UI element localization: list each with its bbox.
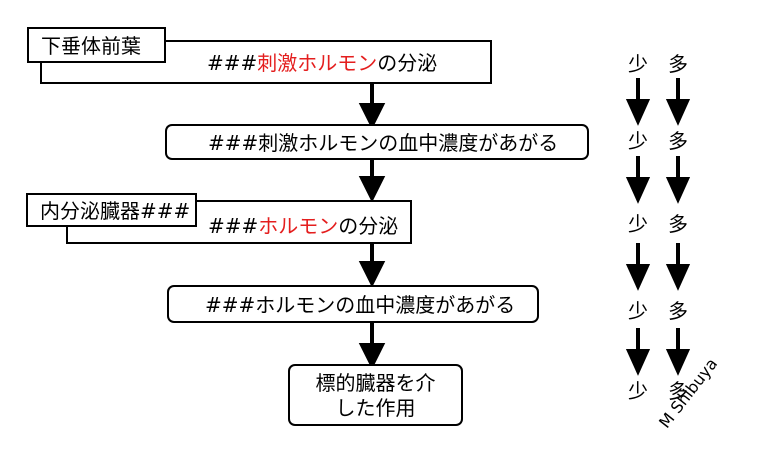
- high-label-row-4: 多: [668, 299, 688, 323]
- endocrine-label: 内分泌臓器###: [40, 199, 191, 223]
- high-label-row-2: 多: [668, 129, 688, 153]
- pituitary-secretion-text: ###刺激ホルモンの分泌: [207, 51, 438, 75]
- column-arrows: [625, 78, 691, 376]
- flow-arrow-3-head: [358, 261, 386, 288]
- stim-blood-text: ###刺激ホルモンの血中濃度があがる: [208, 131, 559, 155]
- endocrine-label-box: 内分泌臓器###: [26, 193, 197, 227]
- high-label-row-1: 多: [668, 52, 688, 76]
- endocrine-secretion-highlight: ホルモン: [258, 214, 339, 238]
- low-label-row-4: 少: [628, 299, 648, 323]
- flow-arrow-2-head: [358, 176, 386, 203]
- target-line-2: した作用: [335, 396, 416, 420]
- low-label-row-2: 少: [628, 129, 648, 153]
- flow-arrows: [358, 83, 386, 370]
- high-label-row-5: 多: [668, 379, 688, 403]
- hormone-blood-text: ###ホルモンの血中濃度があがる: [205, 293, 516, 317]
- low-label-row-5: 少: [628, 379, 648, 403]
- endocrine-secretion-text: ###ホルモンの分泌: [208, 214, 399, 238]
- flow-arrow-1-head: [358, 103, 386, 130]
- high-label-row-3: 多: [668, 212, 688, 236]
- pituitary-label-box: 下垂体前葉: [27, 27, 166, 63]
- pituitary-label: 下垂体前葉: [41, 34, 141, 58]
- pituitary-secretion-highlight: 刺激ホルモン: [257, 51, 378, 75]
- target-line-1: 標的臓器を介: [315, 371, 436, 395]
- stim-blood-box: ###刺激ホルモンの血中濃度があがる: [165, 124, 589, 160]
- low-label-row-3: 少: [628, 212, 648, 236]
- flow-arrow-4-head: [358, 343, 386, 370]
- target-effect-box: 標的臓器を介 した作用: [288, 364, 463, 426]
- hormone-blood-box: ###ホルモンの血中濃度があがる: [167, 285, 539, 323]
- low-label-row-1: 少: [628, 52, 648, 76]
